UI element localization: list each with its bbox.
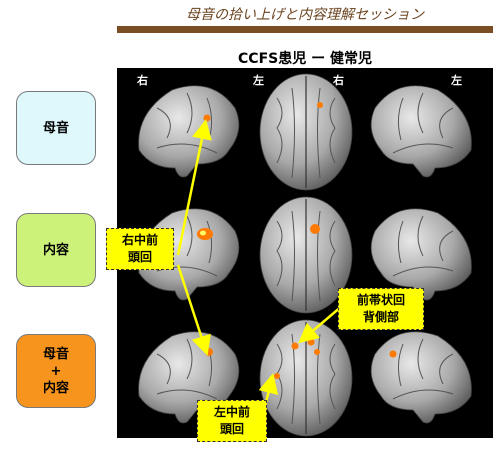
brain-panel-vowel: 右 左 右 左	[117, 68, 493, 192]
condition-vowel: 母音	[16, 91, 96, 165]
condition-label: 母音 + 内容	[42, 346, 69, 396]
label-right: 右	[137, 74, 148, 87]
condition-content: 内容	[16, 213, 96, 287]
callout-dorsal-anterior-cingulate: 前帯状回 背側部	[338, 288, 424, 330]
condition-label: 内容	[42, 242, 69, 258]
activation-spot	[389, 350, 397, 358]
brain-lateral-left	[370, 208, 472, 301]
arrow-to-vowel-right-mfg	[176, 119, 212, 256]
brain-lateral-left	[370, 85, 472, 178]
brain-dorsal-view	[259, 196, 353, 314]
activation-spot	[200, 230, 206, 236]
callout-left-middle-frontal-gyrus: 左中前 頭回	[197, 400, 267, 442]
activation-spot	[310, 224, 320, 234]
title-divider	[117, 26, 493, 33]
arrow-to-acc	[298, 305, 343, 344]
brain-panel-content	[117, 191, 493, 315]
condition-vowel-plus-content: 母音 + 内容	[16, 334, 96, 408]
comparison-subtitle: CCFS患児 ー 健常児	[238, 51, 372, 67]
brain-images-content	[138, 196, 472, 314]
activation-spot	[314, 349, 320, 355]
label-left: 左	[451, 74, 462, 87]
label-left: 左	[253, 74, 264, 87]
brain-dorsal-view	[259, 73, 353, 191]
condition-label: 母音	[42, 120, 69, 136]
activation-spot	[317, 102, 323, 108]
session-title: 母音の拾い上げと内容理解セッション	[186, 7, 424, 23]
label-right: 右	[333, 74, 344, 87]
activation-spot	[291, 342, 299, 350]
callout-right-middle-frontal-gyrus: 右中前 頭回	[106, 228, 174, 270]
brain-lateral-right	[138, 85, 240, 178]
arrow-to-combined-right-mfg	[176, 264, 211, 356]
